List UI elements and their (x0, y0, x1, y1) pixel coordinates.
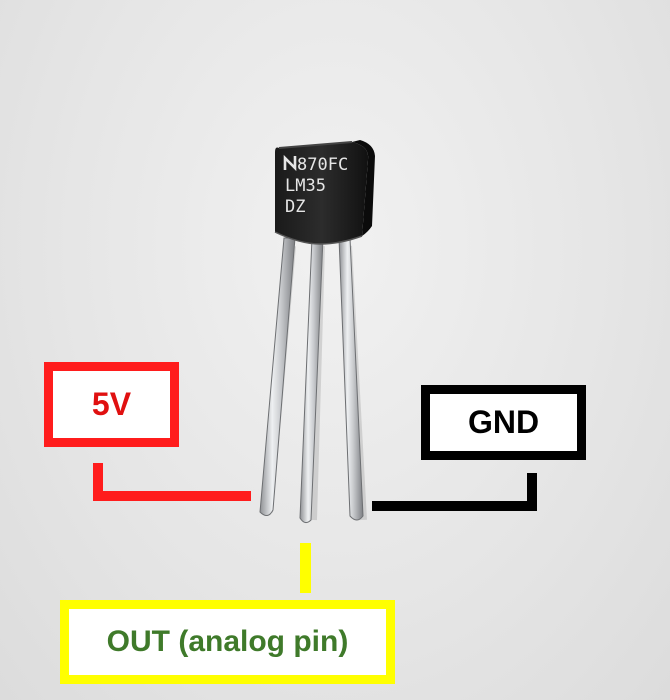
out-label-box: OUT (analog pin) (60, 600, 395, 684)
gnd-label: GND (467, 404, 540, 440)
pin-right-gnd (338, 237, 364, 521)
out-connector-vertical (300, 543, 311, 593)
gnd-connector-vertical (527, 473, 537, 511)
gnd-connector-horizontal (372, 501, 537, 511)
marking-line1: 870FC (297, 155, 348, 175)
out-label: OUT (analog pin) (106, 625, 349, 658)
pin-left-vcc (259, 237, 296, 516)
gnd-label-box: GND (421, 385, 586, 460)
vcc-label-box: 5V (44, 362, 179, 447)
to92-package (274, 140, 375, 245)
marking-line2: LM35 (285, 176, 326, 196)
vcc-connector-vertical (93, 463, 103, 501)
vcc-label: 5V (91, 386, 132, 422)
marking-line3: DZ (285, 197, 305, 217)
national-semiconductor-logo (283, 154, 297, 172)
vcc-connector-horizontal (93, 491, 251, 501)
pin-middle-out (299, 237, 324, 524)
